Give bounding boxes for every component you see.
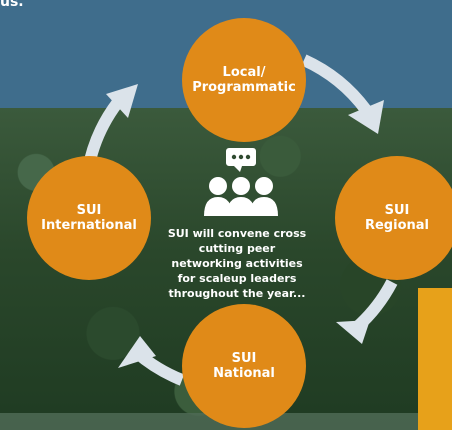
- node-bottom-line1: SUI: [231, 351, 257, 366]
- ring-arc-top-right: [301, 54, 371, 114]
- cut-off-text: us.: [0, 0, 24, 10]
- center-description: SUI will convene cross cutting peer netw…: [167, 227, 307, 300]
- node-bottom-line2: National: [213, 366, 275, 381]
- accent-bar: [418, 288, 452, 430]
- node-left-line2: International: [41, 218, 137, 233]
- node-top-line2: Programmatic: [192, 80, 296, 95]
- node-sui-national: SUI National: [182, 304, 306, 428]
- arrow-left-top-icon: [106, 84, 138, 118]
- node-right-line2: Regional: [364, 218, 429, 233]
- node-sui-international: SUI International: [27, 156, 151, 280]
- node-local-programmatic: Local/ Programmatic: [182, 18, 306, 142]
- people-speech-bubble-icon: [204, 148, 278, 216]
- arrow-bottom-left-icon: [118, 336, 156, 368]
- arrow-right-bottom-icon: [336, 320, 370, 344]
- node-sui-regional: SUI Regional: [335, 156, 452, 280]
- node-top-line1: Local/: [222, 65, 266, 80]
- node-left-line1: SUI: [76, 203, 102, 218]
- node-right-line1: SUI: [384, 203, 410, 218]
- arrow-top-right-icon: [348, 100, 384, 134]
